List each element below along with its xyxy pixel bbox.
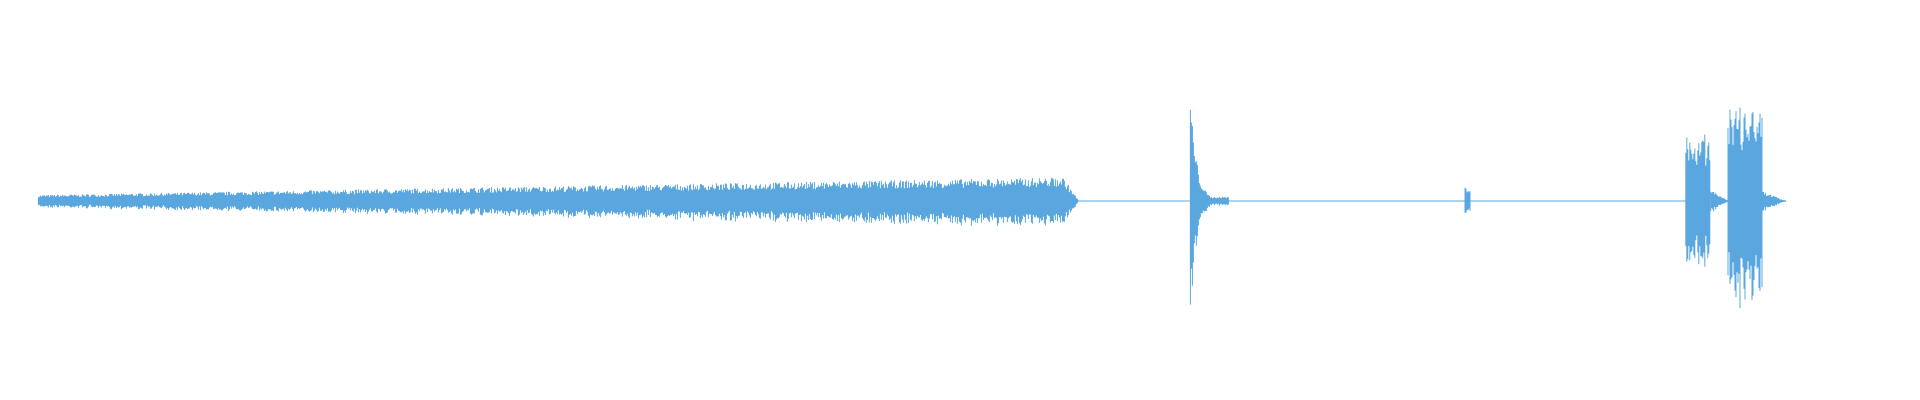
waveform-segment-click bbox=[1189, 109, 1229, 305]
waveform-segments bbox=[37, 107, 1787, 309]
waveform-segment-burst-tail bbox=[1710, 191, 1729, 212]
waveform-segment-tick bbox=[1464, 187, 1471, 213]
waveform-segment-burst bbox=[1685, 134, 1711, 267]
waveform-segment-burst-tail bbox=[1762, 191, 1787, 211]
waveform-segment-burst bbox=[1727, 107, 1763, 309]
waveform-segment-sustained-tone bbox=[37, 177, 1079, 226]
